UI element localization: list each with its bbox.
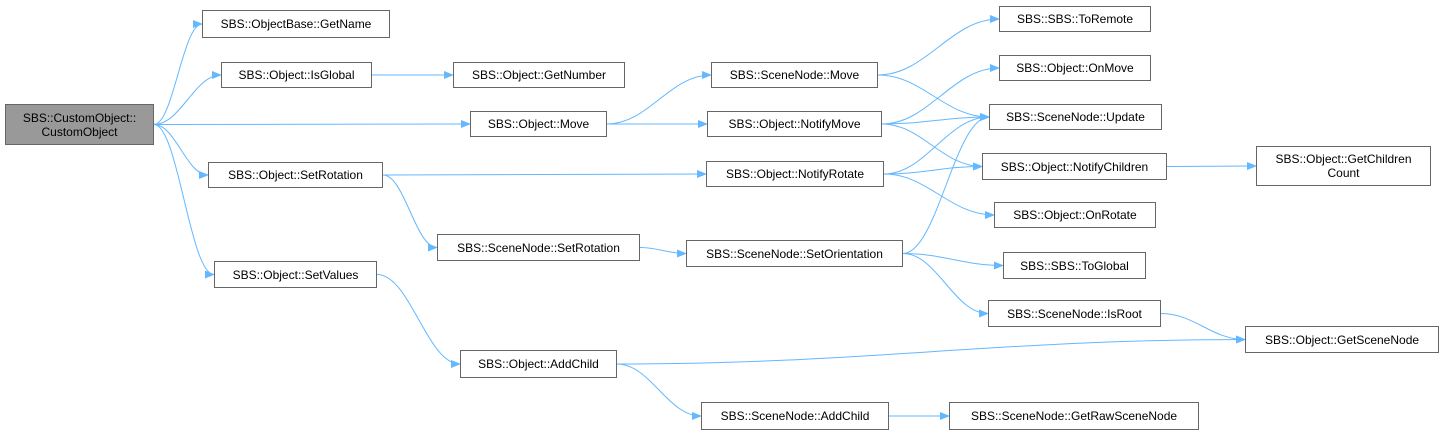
node-label: SBS::SceneNode::SetOrientation: [706, 246, 883, 261]
node-scene-node-is-root[interactable]: SBS::SceneNode::IsRoot: [988, 300, 1161, 327]
node-label: SBS::SceneNode::Move: [729, 68, 860, 82]
node-object-set-values[interactable]: SBS::Object::SetValues: [214, 261, 377, 288]
node-scene-node-get-raw-scene-node[interactable]: SBS::SceneNode::GetRawSceneNode: [949, 402, 1199, 430]
edge-object-move-to-scene-node-move: [606, 71, 712, 125]
node-object-move[interactable]: SBS::Object::Move: [470, 111, 607, 137]
node-sbs-to-global[interactable]: SBS::SBS::ToGlobal: [1003, 252, 1146, 279]
edge-scene-node-move-to-sbs-to-remote: [877, 15, 1000, 76]
edge-object-notify-rotate-to-object-notify-children: [883, 162, 983, 175]
node-label: SBS::Object::IsGlobal: [238, 68, 355, 82]
edge-object-notify-rotate-to-object-on-rotate: [883, 173, 995, 219]
node-scene-node-move[interactable]: SBS::SceneNode::Move: [711, 62, 878, 88]
node-label: SBS::Object::GetNumber: [471, 68, 607, 82]
node-scene-node-add-child[interactable]: SBS::SceneNode::AddChild: [701, 402, 889, 430]
node-custom-object-line2: CustomObject: [41, 124, 118, 139]
node-label: SBS::SBS::ToRemote: [1016, 12, 1134, 26]
node-object-notify-rotate[interactable]: SBS::Object::NotifyRotate: [706, 161, 884, 187]
edge-object-add-child-to-scene-node-add-child: [616, 363, 702, 420]
node-label: SBS::Object::NotifyMove: [728, 117, 861, 131]
node-label: SBS::ObjectBase::GetName: [220, 17, 372, 31]
edge-custom-object-to-object-set-rotation: [153, 124, 209, 179]
node-custom-object-line1: SBS::CustomObject::: [22, 110, 137, 125]
node-label-line1: SBS::Object::GetChildren: [1275, 152, 1412, 166]
node-object-on-move[interactable]: SBS::Object::OnMove: [999, 55, 1151, 81]
node-label: SBS::Object::GetSceneNode: [1264, 332, 1420, 347]
node-label: SBS::Object::NotifyRotate: [725, 167, 865, 181]
node-object-add-child[interactable]: SBS::Object::AddChild: [460, 350, 617, 378]
node-label: SBS::SceneNode::Update: [1006, 110, 1145, 124]
node-label: SBS::Object::OnRotate: [1013, 208, 1137, 222]
edge-object-notify-move-to-scene-node-update: [881, 113, 990, 125]
node-object-on-rotate[interactable]: SBS::Object::OnRotate: [994, 202, 1156, 228]
node-label: SBS::Object::AddChild: [478, 357, 599, 371]
node-sbs-to-remote[interactable]: SBS::SBS::ToRemote: [999, 6, 1151, 32]
node-label-line2: Count: [1327, 166, 1360, 180]
node-object-is-global[interactable]: SBS::Object::IsGlobal: [221, 62, 372, 88]
node-label: SBS::Object::OnMove: [1016, 61, 1134, 75]
node-object-notify-children[interactable]: SBS::Object::NotifyChildren: [982, 153, 1167, 180]
node-custom-object: SBS::CustomObject:: CustomObject: [5, 104, 154, 145]
node-scene-node-set-orientation[interactable]: SBS::SceneNode::SetOrientation: [686, 240, 903, 267]
node-label: SBS::Object::SetValues: [232, 267, 359, 282]
edge-custom-object-to-object-move: [153, 120, 471, 129]
node-label: SBS::SceneNode::AddChild: [720, 409, 870, 423]
node-object-get-children-count[interactable]: SBS::Object::GetChildren Count: [1256, 146, 1431, 186]
node-label: SBS::Object::SetRotation: [228, 168, 363, 182]
edge-object-set-rotation-to-object-notify-rotate: [382, 170, 707, 179]
edge-object-notify-move-to-object-notify-children: [881, 123, 983, 171]
edge-custom-object-to-object-set-values: [153, 124, 215, 279]
node-object-base-get-name[interactable]: SBS::ObjectBase::GetName: [202, 10, 390, 38]
node-label: SBS::Object::NotifyChildren: [1000, 159, 1149, 174]
edge-object-set-rotation-to-scene-node-set-rotation: [382, 174, 438, 252]
node-scene-node-set-rotation[interactable]: SBS::SceneNode::SetRotation: [437, 234, 640, 261]
node-label: SBS::SceneNode::SetRotation: [457, 240, 620, 255]
edge-scene-node-set-rotation-to-scene-node-set-orientation: [639, 247, 687, 258]
edge-object-notify-children-to-object-get-children-count: [1166, 162, 1257, 171]
edge-object-add-child-to-object-get-scene-node: [616, 335, 1246, 365]
edge-scene-node-set-orientation-to-sbs-to-global: [902, 253, 1004, 270]
node-label: SBS::SceneNode::GetRawSceneNode: [970, 409, 1178, 423]
node-label: SBS::Object::Move: [487, 117, 590, 131]
edge-object-notify-rotate-to-scene-node-update: [883, 113, 990, 175]
node-label: SBS::SBS::ToGlobal: [1020, 258, 1129, 273]
node-object-notify-move[interactable]: SBS::Object::NotifyMove: [707, 111, 882, 137]
edge-custom-object-to-object-base-get-name: [153, 20, 203, 125]
edge-scene-node-is-root-to-object-get-scene-node: [1160, 313, 1246, 344]
edge-object-notify-move-to-object-on-move: [881, 64, 1000, 125]
edge-scene-node-move-to-scene-node-update: [877, 74, 990, 121]
edge-object-set-values-to-object-add-child: [376, 274, 461, 368]
node-scene-node-update[interactable]: SBS::SceneNode::Update: [989, 104, 1162, 130]
node-object-set-rotation[interactable]: SBS::Object::SetRotation: [208, 162, 383, 188]
node-label: SBS::SceneNode::IsRoot: [1007, 306, 1142, 321]
edge-custom-object-to-object-is-global: [153, 71, 222, 125]
node-object-get-number[interactable]: SBS::Object::GetNumber: [453, 62, 625, 88]
edge-scene-node-set-orientation-to-scene-node-update: [902, 113, 990, 254]
edge-scene-node-set-orientation-to-scene-node-is-root: [902, 253, 989, 318]
node-object-get-scene-node[interactable]: SBS::Object::GetSceneNode: [1245, 326, 1439, 353]
